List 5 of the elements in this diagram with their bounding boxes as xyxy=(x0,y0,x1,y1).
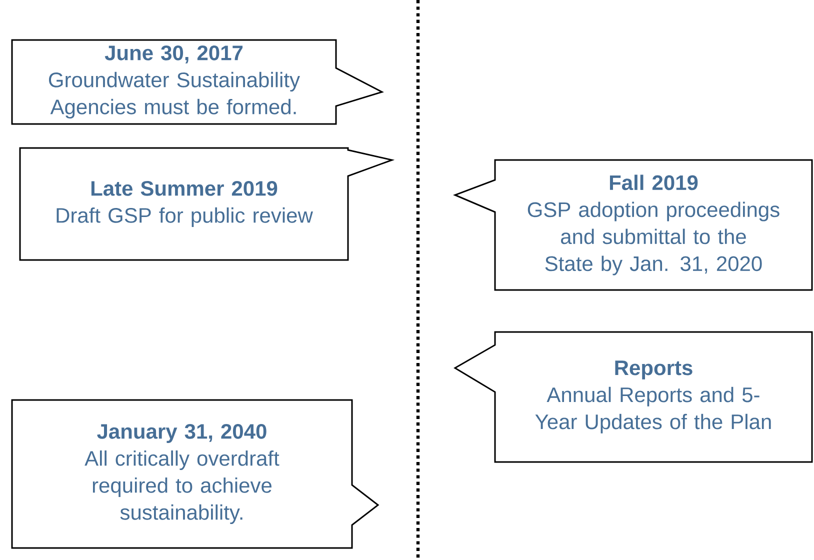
callout-box: June 30, 2017 Groundwater Sustainability Agencies must be formed. xyxy=(11,39,384,125)
callout-box: Reports Annual Reports and 5-Year Updates of the Plan xyxy=(454,331,813,463)
callout-box: Fall 2019 GSP adoption proceedings and submittal to the State by Jan. 31, 2020 xyxy=(452,159,813,291)
callout-box: January 31, 2040 All critically overdraft required to achieve sustainability. xyxy=(11,399,380,549)
callout-box: Late Summer 2019 Draft GSP for public review xyxy=(19,147,395,261)
